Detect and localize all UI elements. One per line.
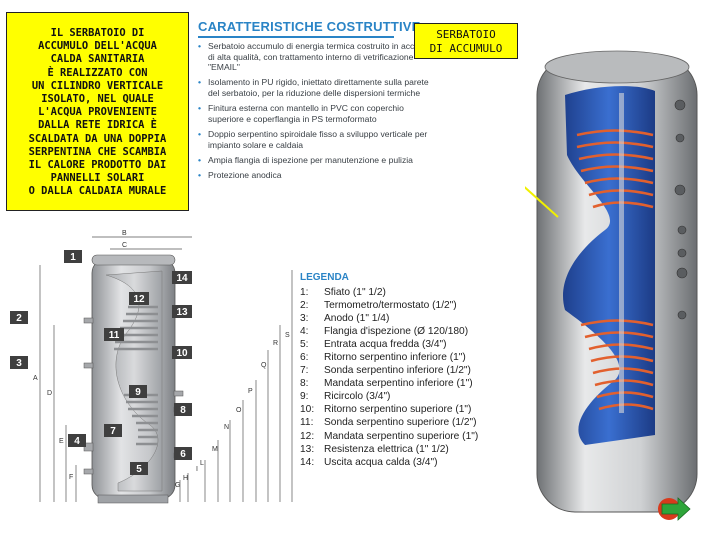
description-line: SCALDATA DA UNA DOPPIA [7, 133, 188, 146]
tank-label-line: SERBATOIO [415, 28, 517, 42]
feature-item: •Isolamento in PU rigido, iniettato dire… [196, 77, 431, 98]
dim-label: N [224, 424, 229, 431]
feature-item: •Protezione anodica [196, 170, 431, 181]
tank-top-cap [92, 255, 175, 265]
legend-item: 13:Resistenza elettrica (1" 1/2) [300, 443, 478, 456]
callout-number: 1 [70, 252, 76, 263]
dim-label: B [122, 230, 127, 237]
legend-item: 1:Sfiato (1" 1/2) [300, 286, 478, 299]
next-slide-button[interactable] [656, 494, 692, 524]
dim-label: F [69, 474, 73, 481]
legend-item: 12:Mandata serpentino superiore (1") [300, 430, 478, 443]
dim-label: R [273, 340, 278, 347]
dim-label: D [47, 390, 52, 397]
description-line: DALLA RETE IDRICA È [7, 119, 188, 132]
legend-item: 4:Flangia d'ispezione (Ø 120/180) [300, 325, 478, 338]
legend-item: 6:Ritorno serpentino inferiore (1") [300, 351, 478, 364]
tank-cutaway-illustration [525, 25, 715, 520]
heading-divider [198, 36, 394, 38]
callout-number: 7 [110, 426, 116, 437]
features-list: •Serbatoio accumulo di energia termica c… [196, 41, 431, 185]
description-line: ISOLATO, NEL QUALE [7, 93, 188, 106]
legend-item: 11:Sonda serpentino superiore (1/2") [300, 416, 478, 429]
callout-number: 11 [109, 330, 120, 341]
legend-item: 2:Termometro/termostato (1/2") [300, 299, 478, 312]
bullet-icon: • [198, 155, 201, 166]
legend-item: 3:Anodo (1" 1/4) [300, 312, 478, 325]
dim-label: C [122, 242, 127, 249]
bullet-icon: • [198, 41, 201, 52]
description-line: O DALLA CALDAIA MURALE [7, 185, 188, 198]
anode-rod [619, 93, 624, 413]
callout-number: 13 [176, 307, 188, 318]
feature-item: •Serbatoio accumulo di energia termica c… [196, 41, 431, 73]
feature-item: •Ampia flangia di ispezione per manutenz… [196, 155, 431, 166]
dim-label: I [196, 466, 198, 473]
legend-item: 8:Mandata serpentino inferiore (1") [300, 377, 478, 390]
dim-label: G [175, 482, 180, 489]
dim-label: S [285, 332, 290, 339]
legend-title: LEGENDA [300, 272, 349, 283]
dim-label: P [248, 388, 253, 395]
legend-list: 1:Sfiato (1" 1/2) 2:Termometro/termostat… [300, 286, 478, 469]
description-line: PANNELLI SOLARI [7, 172, 188, 185]
dim-label: O [236, 407, 242, 414]
dim-label: M [212, 446, 218, 453]
callout-number: 10 [176, 348, 188, 359]
tank-label-callout: SERBATOIO DI ACCUMULO [414, 23, 518, 59]
dim-label: H [183, 475, 188, 482]
bullet-icon: • [198, 129, 201, 140]
callout-number: 12 [133, 294, 145, 305]
legend-item: 14:Uscita acqua calda (3/4") [300, 456, 478, 469]
dim-label: E [59, 438, 64, 445]
description-line: ACCUMULO DELL'ACQUA [7, 40, 188, 53]
callout-number: 4 [74, 436, 80, 447]
description-line: SERPENTINA CHE SCAMBIA [7, 146, 188, 159]
feature-item: •Finitura esterna con mantello in PVC co… [196, 103, 431, 124]
description-line: È REALIZZATO CON [7, 67, 188, 80]
description-line: CALDA SANITARIA [7, 53, 188, 66]
description-line: IL SERBATOIO DI [7, 27, 188, 40]
description-callout: IL SERBATOIO DI ACCUMULO DELL'ACQUA CALD… [6, 12, 189, 211]
description-line: IL CALORE PRODOTTO DAI [7, 159, 188, 172]
tank-label-line: DI ACCUMULO [415, 42, 517, 56]
tank-base [98, 495, 168, 503]
description-line: UN CILINDRO VERTICALE [7, 80, 188, 93]
callout-number: 9 [135, 387, 141, 398]
callout-number: 14 [176, 273, 188, 284]
tank-top-cap [545, 51, 689, 83]
callout-number: 2 [16, 313, 22, 324]
description-line: L'ACQUA PROVENIENTE [7, 106, 188, 119]
bullet-icon: • [198, 170, 201, 181]
feature-item: •Doppio serpentino spiroidale fisso a sv… [196, 129, 431, 150]
legend-item: 7:Sonda serpentino inferiore (1/2") [300, 364, 478, 377]
features-title: CARATTERISTICHE COSTRUTTIVE [198, 19, 421, 34]
dim-label: L [200, 460, 204, 467]
callout-number: 3 [16, 358, 22, 369]
legend-item: 10:Ritorno serpentino superiore (1") [300, 403, 478, 416]
callout-number: 6 [180, 449, 186, 460]
dim-label: Q [261, 362, 267, 369]
legend-item: 5:Entrata acqua fredda (3/4") [300, 338, 478, 351]
callout-number: 8 [180, 405, 186, 416]
tank-cross-section-diagram: B C A D E F G H I L M N O P Q R S [0, 215, 300, 540]
legend-item: 9:Ricircolo (3/4") [300, 390, 478, 403]
bullet-icon: • [198, 77, 201, 88]
callout-number: 5 [136, 464, 142, 475]
bullet-icon: • [198, 103, 201, 114]
dim-label: A [33, 375, 38, 382]
